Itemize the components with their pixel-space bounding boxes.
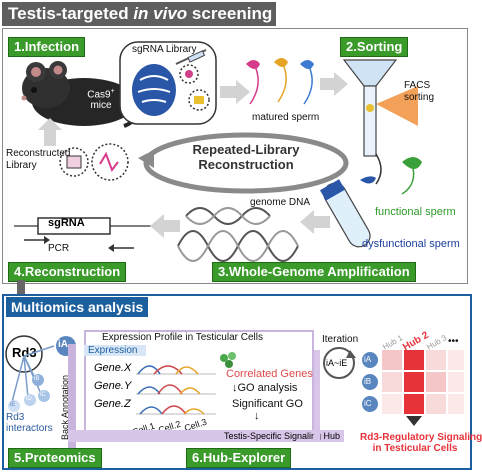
page-title: Testis-targeted in vivo screening [2,2,276,26]
dysfunctional-sperm-text: dysfunctional sperm [362,238,460,250]
sorted-sperm-tube [319,153,422,248]
repeated-line1: Repeated-Library [192,142,300,157]
ia-node-label: iA [58,339,68,350]
hub-bracket-right [314,350,320,442]
expression-tab: Expression [84,345,146,356]
arrow-tube-to-dna [300,210,330,234]
step-reconstruction-label: 4.Reconstruction [8,262,127,282]
step-infection-label: 1.Infection [8,37,86,57]
title-suffix: screening [187,4,273,23]
correlated-cells-icon [220,352,236,368]
go-down-arrow: ↓ [254,410,260,422]
expression-profile-title: Expression Profile in Testicular Cells [102,332,263,343]
signaling-hub-bar: Testis-Specific Signaling Hub [68,430,344,442]
title-italic: in vivo [133,4,188,23]
ib-node-label: iB [34,376,40,382]
row-ic-label: iC [364,399,372,408]
rd3-interactors-text: Rd3 interactors [6,412,53,434]
gene-x-label: Gene.X [94,362,132,374]
step-sorting-label: 2.Sorting [340,37,409,57]
functional-sperm-text: functional sperm [375,206,456,218]
hub-matrix [362,350,464,426]
significant-go-text: Significant GO [232,398,303,410]
facs-text: FACS sorting [404,80,434,104]
mouse-illustration [21,61,137,128]
arrow-library-to-mouse [38,118,62,146]
ic-node-label: iC [40,392,46,398]
pcr-diagram [14,217,154,252]
cas9-mice-label: Cas9+ mice [80,86,122,111]
hub-ellipsis: ••• [448,336,459,347]
facs-line2: sorting [404,92,435,103]
facs-line1: FACS [404,80,431,91]
back-annotation-bar [68,344,76,448]
reconstructed-line1: Reconstructed [6,148,71,159]
gene-expression-curves [136,365,216,415]
reconstructed-library-text: Reconstructed Library [6,148,70,172]
rd3-regulatory-line1: Rd3-Regulatory Signaling [360,432,482,443]
row-ib-label: iB [364,377,372,386]
rd3-regulatory-line2: in Testicular Cells [372,443,458,454]
sgrna-box-text: sgRNA [48,217,85,229]
step-hub-explorer-label: 6.Hub-Explorer [186,448,292,468]
genome-dna-helix [177,207,299,262]
repeated-reconstruction-text: Repeated-Library Reconstruction [156,142,336,172]
repeated-reconstruction-loop [138,132,349,194]
gene-z-label: Gene.Z [94,398,131,410]
correlated-genes-text: Correlated Genes [226,368,313,380]
id-node-label: iD [26,396,32,402]
rd3-node [5,335,43,373]
virus-cluster-top [179,64,210,111]
iteration-cycle [323,347,356,379]
mice-text: mice [90,100,112,112]
ia-ie-text: iA~iE [326,358,348,368]
reconstructed-line2: Library [6,160,37,171]
rd3-regulatory-text: Rd3-Regulatory Signaling in Testicular C… [360,432,482,454]
genome-dna-text: genome DNA [250,197,311,208]
sgrna-library-text: sgRNA Library [132,44,197,55]
arrow-dna-to-pcr [150,214,180,238]
repeated-line2: Reconstruction [198,157,294,172]
arrow-to-sperm [220,80,250,104]
facs-device [342,59,418,157]
step-proteomics-label: 5.Proteomics [8,448,102,468]
row-ia-label: iA [364,355,372,364]
rd3-text: Rd3 [12,345,37,360]
title-prefix: Testis-targeted [8,4,134,23]
step-amplification-label: 3.Whole-Genome Amplification [212,262,416,282]
matured-sperm-icons [246,58,314,105]
ie-node-label: iE [10,402,16,408]
go-analysis-text: ↓GO analysis [232,382,298,394]
rd3-interactors-line2: interactors [6,423,53,434]
go-analysis-label: GO analysis [237,382,298,394]
cas9-sup: + [110,88,115,95]
multiomics-title: Multiomics analysis [6,297,149,317]
rd3-interactors-line1: Rd3 [6,412,25,423]
arrow-to-facs [320,72,348,96]
matured-sperm-text: matured sperm [252,112,320,123]
pcr-text: PCR [48,243,70,254]
reconstructed-library-viruses [59,143,129,181]
gene-y-label: Gene.Y [94,380,132,392]
cas9-text: Cas9 [87,89,111,101]
iteration-text: Iteration [322,334,359,345]
